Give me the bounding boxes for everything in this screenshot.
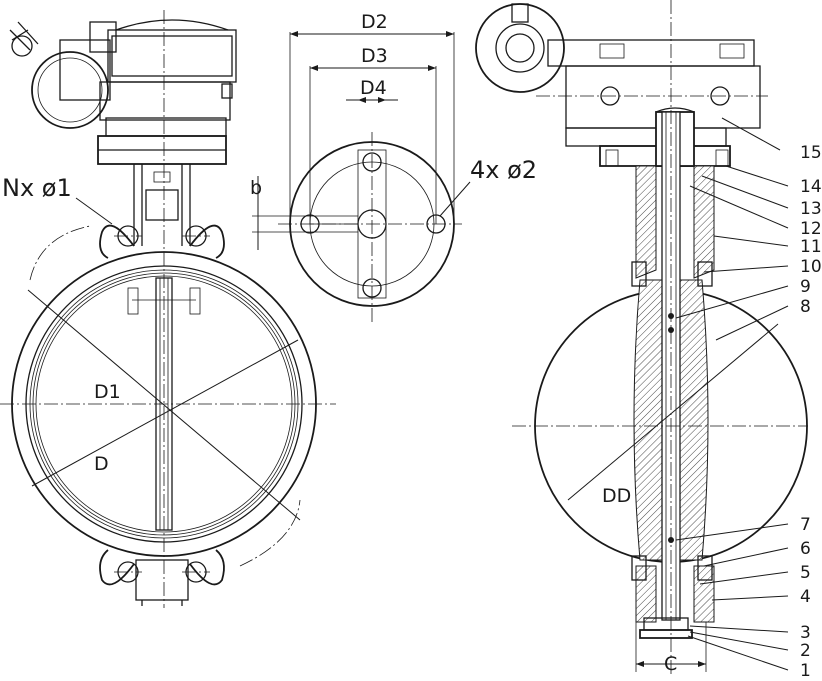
b-label: b <box>250 177 262 199</box>
part-number: 14 <box>800 177 822 197</box>
part-number: 8 <box>800 297 811 317</box>
d1-label: D1 <box>94 381 121 403</box>
part-number: 4 <box>800 587 811 607</box>
d-label: D <box>94 453 109 475</box>
part-number: 10 <box>800 257 822 277</box>
part-number: 1 <box>800 661 811 681</box>
front-view: D1 D Nx ø1 <box>0 10 336 608</box>
nx-o1-label: Nx ø1 <box>2 174 72 202</box>
d-dimension-line <box>31 339 299 487</box>
part-number: 15 <box>800 143 822 163</box>
bolt-holes-leader <box>439 181 471 217</box>
c-label: C <box>664 653 677 675</box>
dd-label: DD <box>602 485 631 507</box>
side-section-view: DD C 15 14 13 12 <box>475 0 822 681</box>
lower-body-right <box>693 565 715 623</box>
part-number: 2 <box>800 641 811 661</box>
nx-o1-leader <box>75 197 113 225</box>
flange-detail: D2 D3 D4 b 4x ø2 <box>250 11 537 322</box>
d2-label: D2 <box>361 11 388 33</box>
part-number: 6 <box>800 539 811 559</box>
bolt-holes-label: 4x ø2 <box>470 156 537 184</box>
valve-neck <box>133 164 191 246</box>
gearbox-front <box>9 19 237 165</box>
part-number: 13 <box>800 199 822 219</box>
d3-label: D3 <box>361 45 388 67</box>
part-leaders <box>675 117 789 671</box>
dd-dimension-line <box>567 323 779 501</box>
disc-hub-right <box>679 279 709 561</box>
neck-section-left <box>635 165 657 279</box>
disc-hub-left <box>633 279 663 561</box>
part-number: 12 <box>800 219 822 239</box>
part-numbers: 15 14 13 12 11 10 9 8 7 6 5 4 3 2 1 <box>800 143 822 681</box>
neck-section-right <box>693 165 715 279</box>
part-number: 3 <box>800 623 811 643</box>
gearbox-side <box>475 3 768 167</box>
part-number: 5 <box>800 563 811 583</box>
d4-label: D4 <box>360 77 387 99</box>
part-number: 11 <box>800 237 822 257</box>
d1-dimension-line <box>27 289 301 521</box>
part-number: 9 <box>800 277 811 297</box>
part-number: 7 <box>800 515 811 535</box>
